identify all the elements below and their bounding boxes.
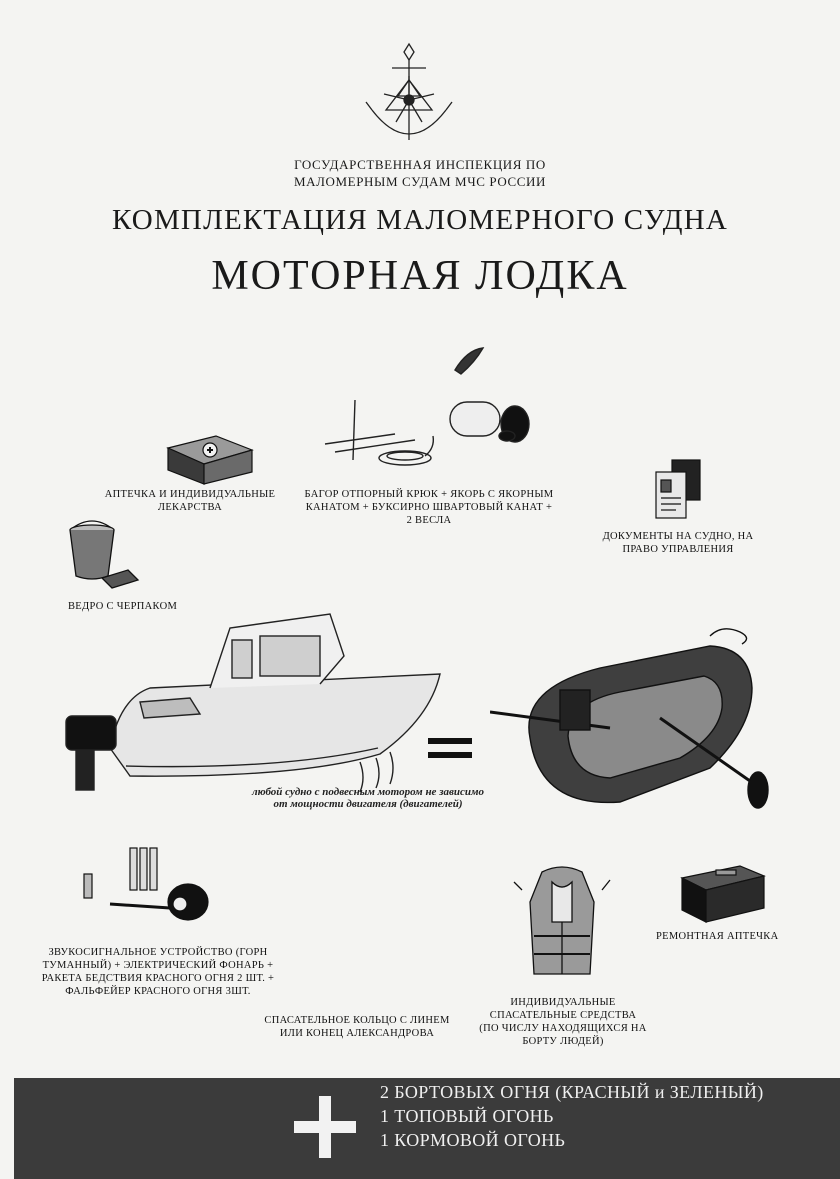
plus-icon (290, 1092, 360, 1162)
bar-line-1: 2 БОРТОВЫХ ОГНЯ (КРАСНЫЙ и ЗЕЛЕНЫЙ) (380, 1082, 764, 1102)
lifebuoy-caption: СПАСАТЕЛЬНОЕ КОЛЬЦО С ЛИНЕМ ИЛИ КОНЕЦ АЛ… (262, 1014, 452, 1040)
equals-icon (428, 738, 472, 760)
caption-line: ЗВУКОСИГНАЛЬНОЕ УСТРОЙСТВО (ГОРН (48, 947, 268, 958)
signal-kit-icon (80, 844, 212, 924)
agency-line-1: ГОСУДАРСТВЕННАЯ ИНСПЕКЦИЯ ПО (294, 157, 546, 172)
caption-line: ПРАВО УПРАВЛЕНИЯ (622, 544, 734, 555)
repair-kit-caption: РЕМОНТНАЯ АПТЕЧКА (656, 931, 779, 942)
repair-kit-icon (676, 862, 768, 926)
caption-line: КАНАТОМ + БУКСИРНО ШВАРТОВЫЙ КАНАТ + (305, 502, 553, 513)
bottom-bar (14, 1078, 840, 1179)
lifejackets-caption: ИНДИВИДУАЛЬНЫЕ СПАСАТЕЛЬНЫЕ СРЕДСТВА (ПО… (468, 996, 658, 1048)
caption-line: ИНДИВИДУАЛЬНЫЕ (510, 997, 616, 1008)
bar-line-2: 1 ТОПОВЫЙ ОГОНЬ (380, 1106, 554, 1126)
agency-name: ГОСУДАРСТВЕННАЯ ИНСПЕКЦИЯ ПО МАЛОМЕРНЫМ … (0, 156, 840, 190)
caption-line: СПАСАТЕЛЬНОЕ КОЛЬЦО С ЛИНЕМ (264, 1015, 450, 1026)
boathook-caption: БАГОР ОТПОРНЫЙ КРЮК + ЯКОРЬ С ЯКОРНЫМ КА… (286, 488, 572, 527)
caption-line: 2 ВЕСЛА (406, 515, 452, 526)
bucket-caption: ВЕДРО С ЧЕРПАКОМ (68, 601, 178, 612)
agency-line-2: МАЛОМЕРНЫМ СУДАМ МЧС РОССИИ (293, 174, 547, 189)
bar-line-3: 1 КОРМОВОЙ ОГОНЬ (380, 1130, 566, 1150)
signal-caption: ЗВУКОСИГНАЛЬНОЕ УСТРОЙСТВО (ГОРН ТУМАННЫ… (28, 946, 288, 998)
documents-caption: ДОКУМЕНТЫ НА СУДНО, НА ПРАВО УПРАВЛЕНИЯ (588, 530, 768, 556)
caption-line: (ПО ЧИСЛУ НАХОДЯЩИХСЯ НА (479, 1023, 647, 1034)
caption-line: ДОКУМЕНТЫ НА СУДНО, НА (602, 531, 754, 542)
first-aid-kit-icon (160, 430, 260, 486)
note-line: от мощности двигателя (двигателей) (273, 798, 463, 810)
page-subtitle: МОТОРНАЯ ЛОДКА (211, 253, 629, 299)
caption-line: БОРТУ ЛЮДЕЙ) (522, 1036, 604, 1047)
boathook-anchor-icon (315, 340, 545, 470)
caption-line: БАГОР ОТПОРНЫЙ КРЮК + ЯКОРЬ С ЯКОРНЫМ (304, 489, 554, 500)
life-jacket-icon (512, 862, 612, 986)
motorboat-icon (60, 598, 460, 806)
caption-line: ТУМАННЫЙ) + ЭЛЕКТРИЧЕСКИЙ ФОНАРЬ + (42, 960, 274, 971)
first-aid-caption: АПТЕЧКА И ИНДИВИДУАЛЬНЫЕ ЛЕКАРСТВА (90, 488, 290, 514)
page-title: КОМПЛЕКТАЦИЯ МАЛОМЕРНОГО СУДНА (111, 204, 729, 236)
caption-line: ФАЛЬФЕЙЕР КРАСНОГО ОГНЯ 3ШТ. (65, 986, 251, 997)
boat-note: любой судно с подвесным мотором не завис… (218, 786, 518, 810)
caption-line: АПТЕЧКА И ИНДИВИДУАЛЬНЫЕ (104, 489, 276, 500)
caption-line: ИЛИ КОНЕЦ АЛЕКСАНДРОВА (279, 1028, 435, 1039)
bucket-icon (62, 518, 144, 590)
documents-icon (652, 458, 704, 522)
caption-line: ЛЕКАРСТВА (157, 502, 223, 513)
note-line: любой судно с подвесным мотором не завис… (251, 786, 485, 798)
inflatable-boat-icon (490, 618, 780, 818)
caption-line: СПАСАТЕЛЬНЫЕ СРЕДСТВА (489, 1010, 637, 1021)
caption-line: РАКЕТА БЕДСТВИЯ КРАСНОГО ОГНЯ 2 ШТ. + (41, 973, 275, 984)
emblem-icon (362, 40, 456, 148)
